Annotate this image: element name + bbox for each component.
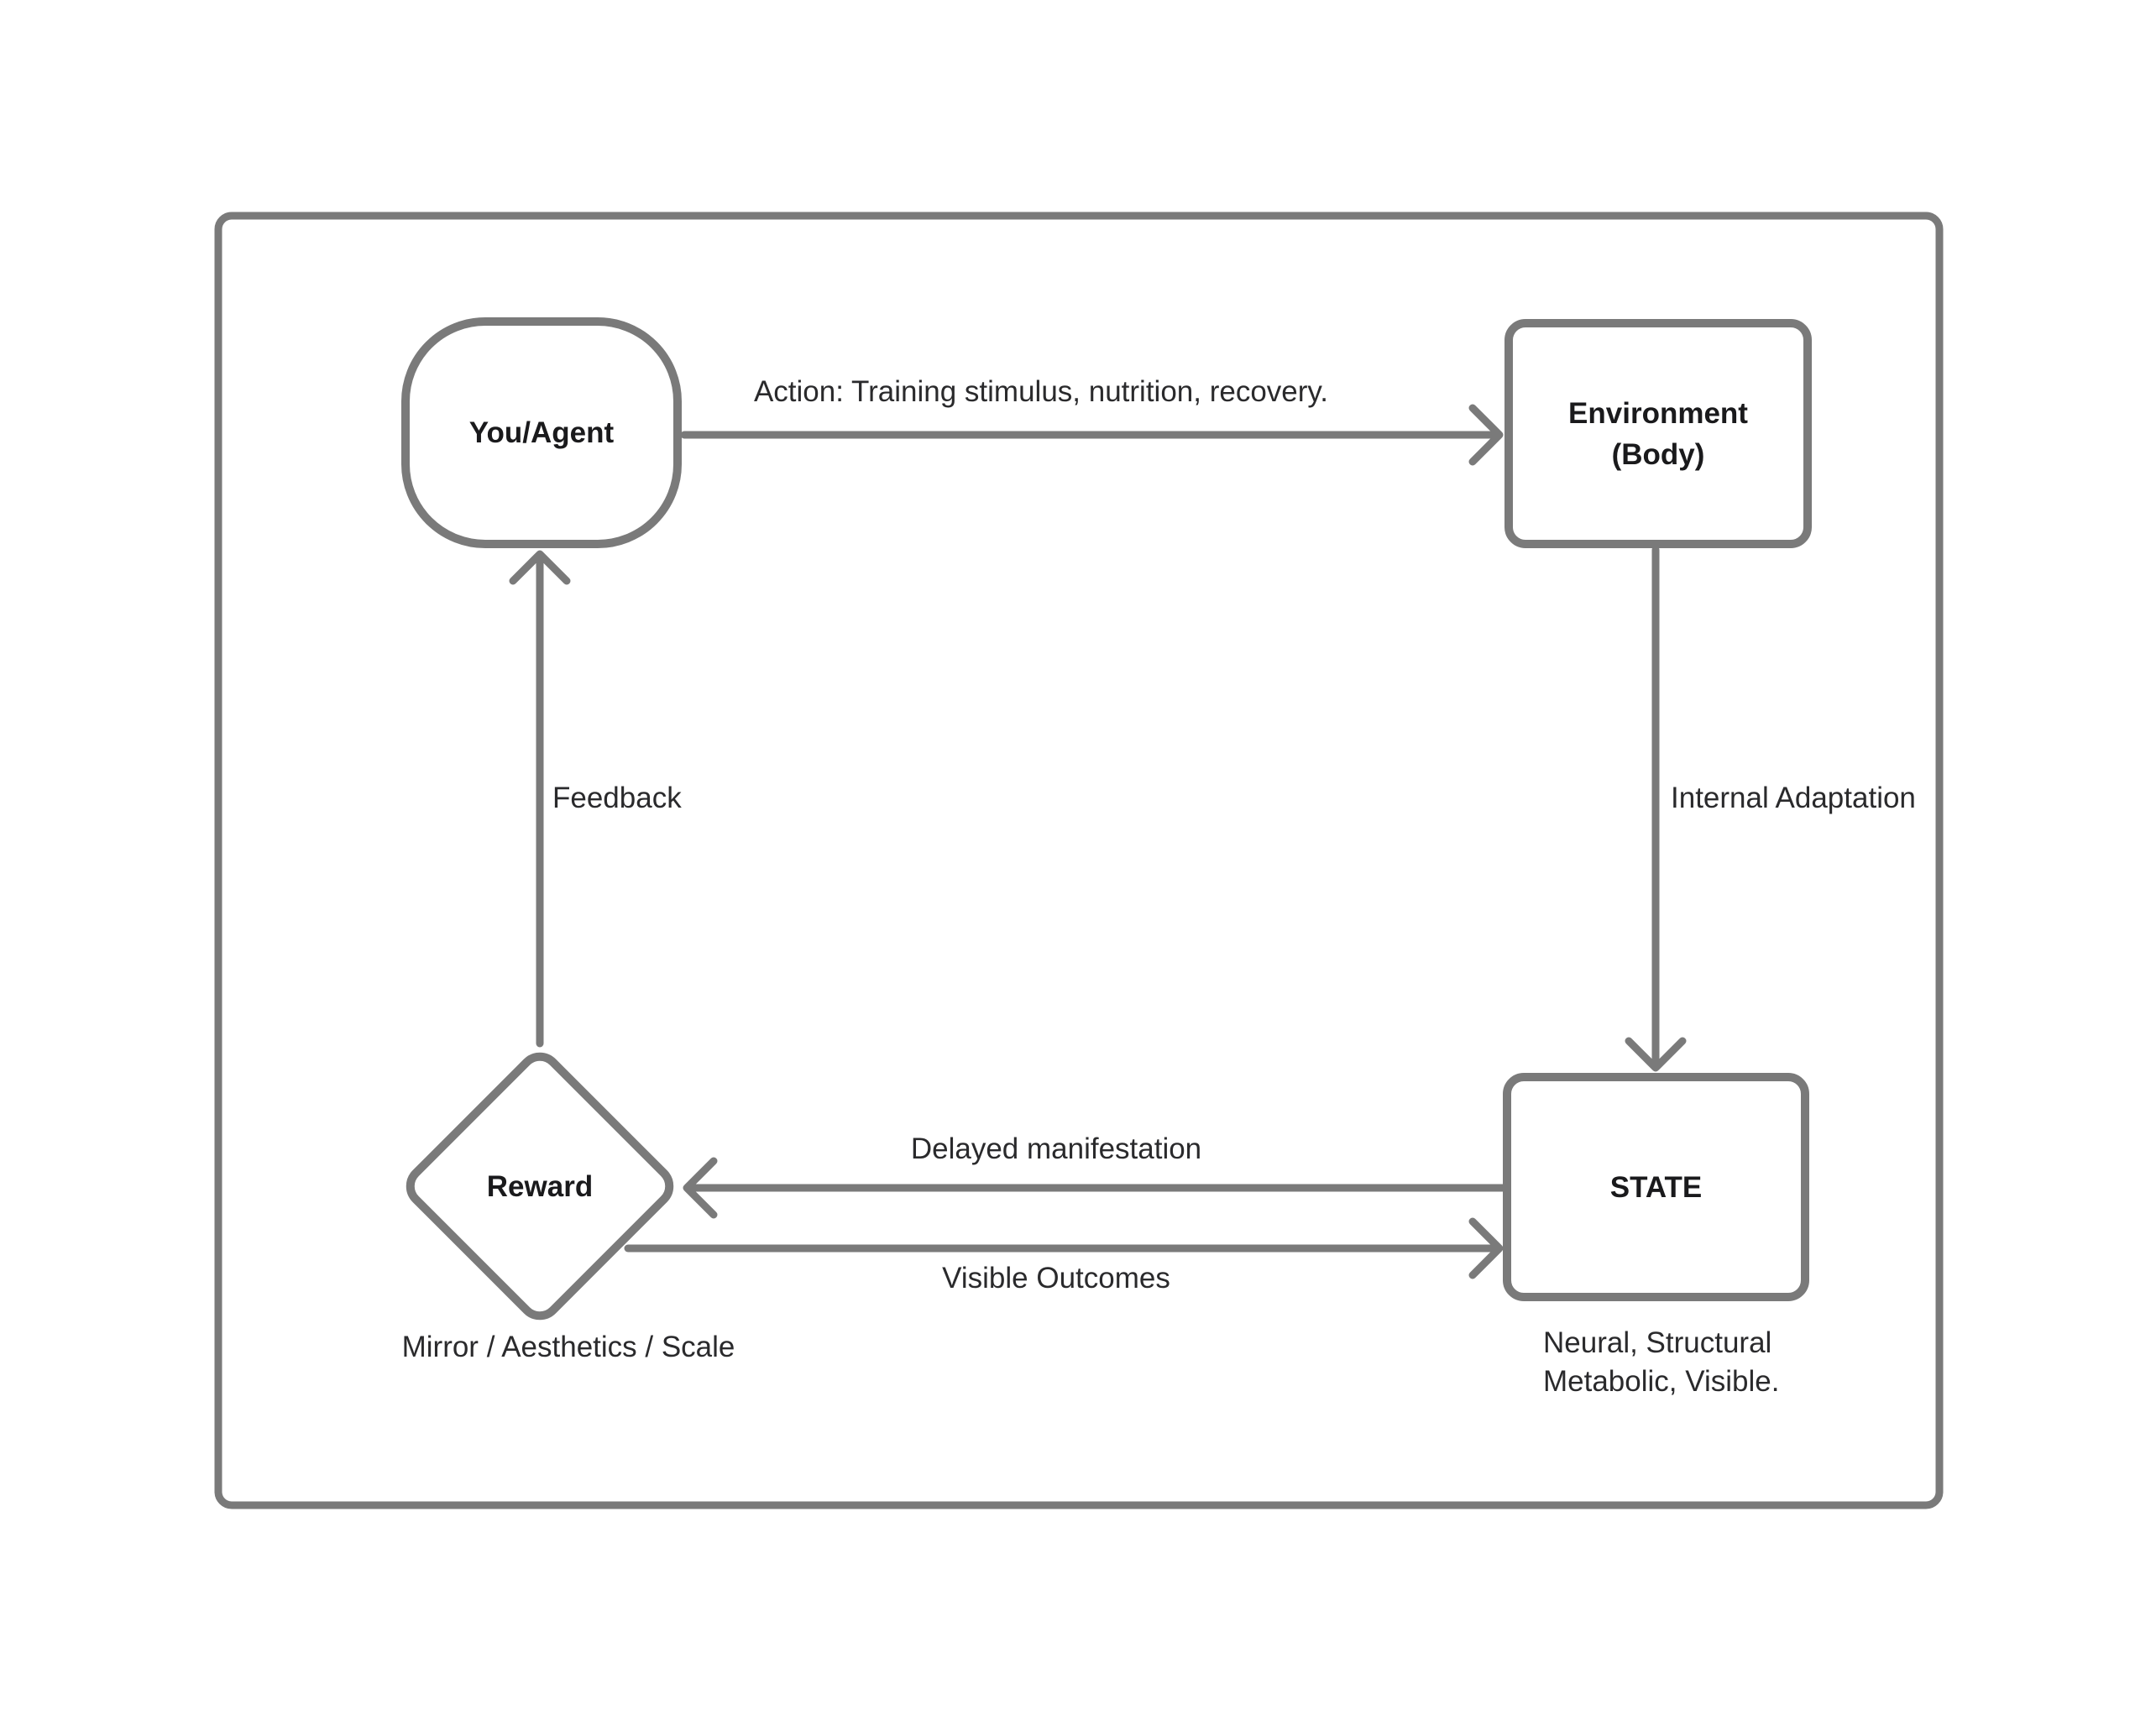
reward-caption: Mirror / Aesthetics / Scale: [401, 1330, 735, 1363]
state-caption-line1: Neural, Structural: [1543, 1326, 1772, 1359]
feedback-edge-label: Feedback: [552, 781, 682, 814]
environment-node-shape: [1504, 319, 1812, 548]
internal-adaptation-arrowhead: [1625, 1037, 1687, 1072]
agent-node-shape: [401, 317, 682, 548]
delayed-manifestation-edge-label: Delayed manifestation: [910, 1132, 1202, 1165]
environment-node-label: Environment (Body): [1509, 323, 1808, 544]
environment-label-line1: Environment: [1568, 396, 1748, 430]
state-caption: Neural, Structural Metabolic, Visible.: [1543, 1324, 1779, 1401]
internal-adaptation-edge-label: Internal Adaptation: [1671, 781, 1916, 814]
environment-label-line2: (Body): [1611, 437, 1705, 471]
delayed-manifestation-arrowhead: [683, 1157, 718, 1219]
feedback-arrowhead: [509, 550, 571, 585]
state-node-shape: [1503, 1073, 1809, 1301]
outer-frame: [214, 212, 1944, 1509]
state-label-text: STATE: [1609, 1170, 1703, 1204]
reward-node-label: Reward: [439, 1161, 641, 1211]
agent-label-text: You/Agent: [468, 416, 615, 449]
action-arrowhead: [1468, 404, 1504, 466]
visible-outcomes-edge-label: Visible Outcomes: [942, 1261, 1170, 1294]
visible-outcomes-arrowhead: [1468, 1217, 1504, 1279]
state-caption-line2: Metabolic, Visible.: [1543, 1365, 1780, 1398]
reward-label-text: Reward: [486, 1169, 594, 1203]
state-node-label: STATE: [1507, 1077, 1805, 1297]
agent-node-label: You/Agent: [406, 322, 678, 544]
action-edge-label: Action: Training stimulus, nutrition, re…: [753, 374, 1329, 408]
reward-node-shape: [406, 1052, 674, 1321]
